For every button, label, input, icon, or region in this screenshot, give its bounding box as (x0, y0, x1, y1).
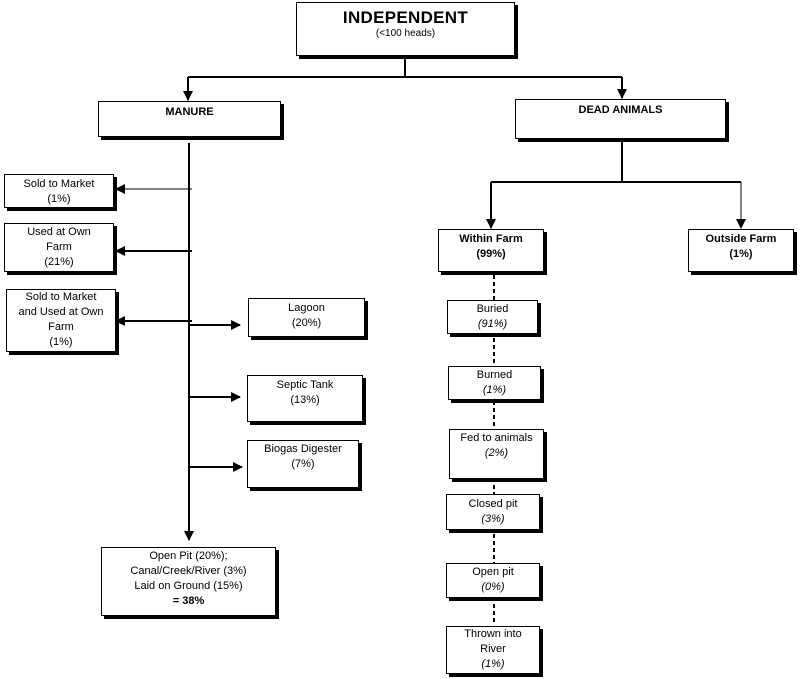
used-at-own-farm-label-2: Farm (46, 241, 72, 253)
outside-farm-label: Outside Farm (705, 233, 777, 245)
open-pit-box: Open pit (0%) (446, 563, 540, 598)
septic-tank-value: (13%) (290, 394, 320, 406)
thrown-into-river-box: Thrown into River (1%) (446, 626, 540, 674)
manure-total-line: = 38% (172, 595, 205, 607)
fed-to-animals-value: (2%) (484, 447, 509, 459)
outside-farm-box: Outside Farm (1%) (688, 229, 794, 272)
burned-value: (1%) (482, 384, 507, 396)
septic-tank-box: Septic Tank (13%) (247, 375, 363, 422)
root-box: INDEPENDENT (<100 heads) (296, 2, 515, 56)
buried-value: (91%) (477, 318, 508, 330)
closed-pit-box: Closed pit (3%) (446, 494, 540, 530)
buried-box: Buried (91%) (447, 300, 538, 334)
sold-and-used-label-1: Sold to Market (25, 291, 97, 303)
fed-to-animals-label: Fed to animals (460, 432, 533, 444)
buried-label: Buried (476, 303, 509, 315)
burned-box: Burned (1%) (448, 366, 541, 400)
open-pit-label: Open pit (472, 566, 514, 578)
root-title: INDEPENDENT (342, 8, 469, 27)
thrown-into-river-label-2: River (480, 643, 506, 655)
lagoon-value: (20%) (291, 317, 322, 329)
sold-and-used-label-3: Farm (48, 321, 74, 333)
dead-animals-box: DEAD ANIMALS (515, 99, 726, 139)
sold-to-market-value: (1%) (47, 193, 71, 205)
within-farm-label: Within Farm (459, 233, 523, 245)
thrown-into-river-value: (1%) (481, 658, 505, 670)
used-at-own-farm-box: Used at Own Farm (21%) (4, 223, 114, 272)
septic-tank-label: Septic Tank (276, 379, 334, 391)
closed-pit-label: Closed pit (468, 498, 518, 510)
sold-and-used-value: (1%) (49, 336, 73, 348)
used-at-own-farm-value: (21%) (44, 256, 74, 268)
within-farm-value: (99%) (476, 248, 506, 260)
burned-label: Burned (476, 369, 513, 381)
sold-to-market-box: Sold to Market (1%) (4, 174, 114, 208)
open-pit-line: Open Pit (20%); (149, 550, 228, 562)
manure-box: MANURE (98, 101, 281, 137)
closed-pit-value: (3%) (481, 513, 505, 525)
fed-to-animals-box: Fed to animals (2%) (449, 429, 544, 479)
used-at-own-farm-label-1: Used at Own (27, 226, 91, 238)
dead-animals-label: DEAD ANIMALS (578, 104, 663, 116)
canal-creek-river-line: Canal/Creek/River (3%) (130, 565, 247, 577)
laid-on-ground-line: Laid on Ground (15%) (134, 580, 243, 592)
thrown-into-river-label-1: Thrown into (464, 628, 522, 640)
sold-and-used-label-2: and Used at Own (18, 306, 104, 318)
manure-label: MANURE (165, 106, 214, 118)
lagoon-label: Lagoon (288, 302, 325, 314)
open-pit-value: (0%) (481, 581, 505, 593)
sold-and-used-box: Sold to Market and Used at Own Farm (1%) (6, 289, 116, 352)
sold-to-market-label: Sold to Market (23, 178, 95, 190)
biogas-digester-box: Biogas Digester (7%) (247, 440, 359, 488)
within-farm-box: Within Farm (99%) (438, 229, 544, 272)
root-subtitle: (<100 heads) (375, 28, 436, 39)
biogas-digester-label: Biogas Digester (264, 443, 342, 455)
biogas-digester-value: (7%) (291, 458, 315, 470)
outside-farm-value: (1%) (729, 248, 753, 260)
open-pit-summary-box: Open Pit (20%); Canal/Creek/River (3%) L… (101, 547, 276, 616)
lagoon-box: Lagoon (20%) (248, 298, 365, 337)
